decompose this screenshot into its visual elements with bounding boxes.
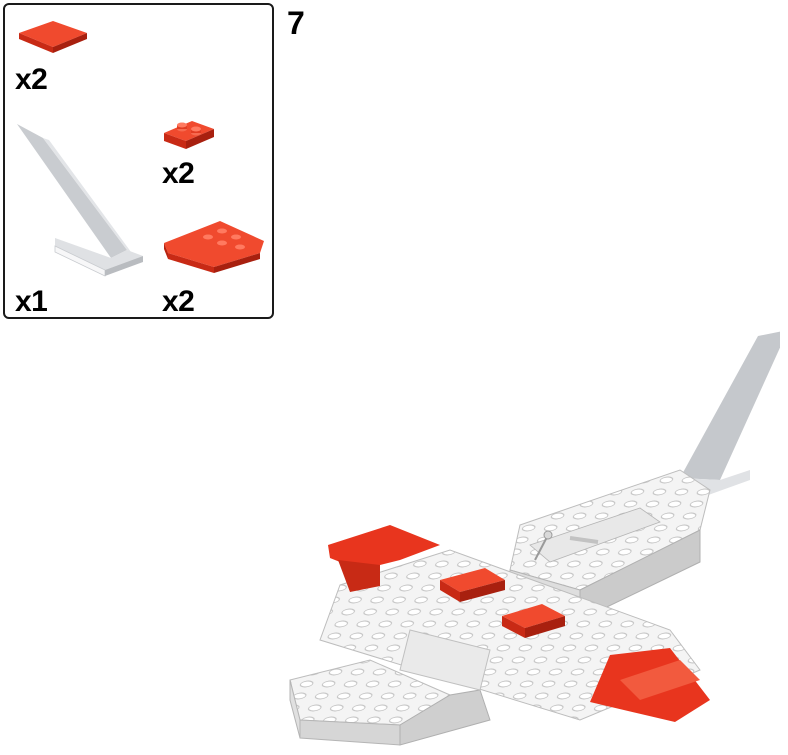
part-quantity-label: x1 xyxy=(15,285,48,318)
red-tile-2x2-icon xyxy=(19,21,87,53)
airplane-model-illustration xyxy=(289,331,780,746)
part-quantity-label: x2 xyxy=(162,285,195,318)
step-number: 7 xyxy=(287,5,305,41)
part-quantity-label: x2 xyxy=(15,63,48,96)
red-plate-1x2-icon xyxy=(164,121,214,149)
parts-list-box: x2 x2 x1 x2 xyxy=(3,3,274,319)
transparent-tail-fin-icon xyxy=(17,124,143,277)
model-red-parts xyxy=(328,525,710,722)
part-quantity-label: x2 xyxy=(162,157,195,190)
red-wedge-plate-icon xyxy=(164,221,264,273)
